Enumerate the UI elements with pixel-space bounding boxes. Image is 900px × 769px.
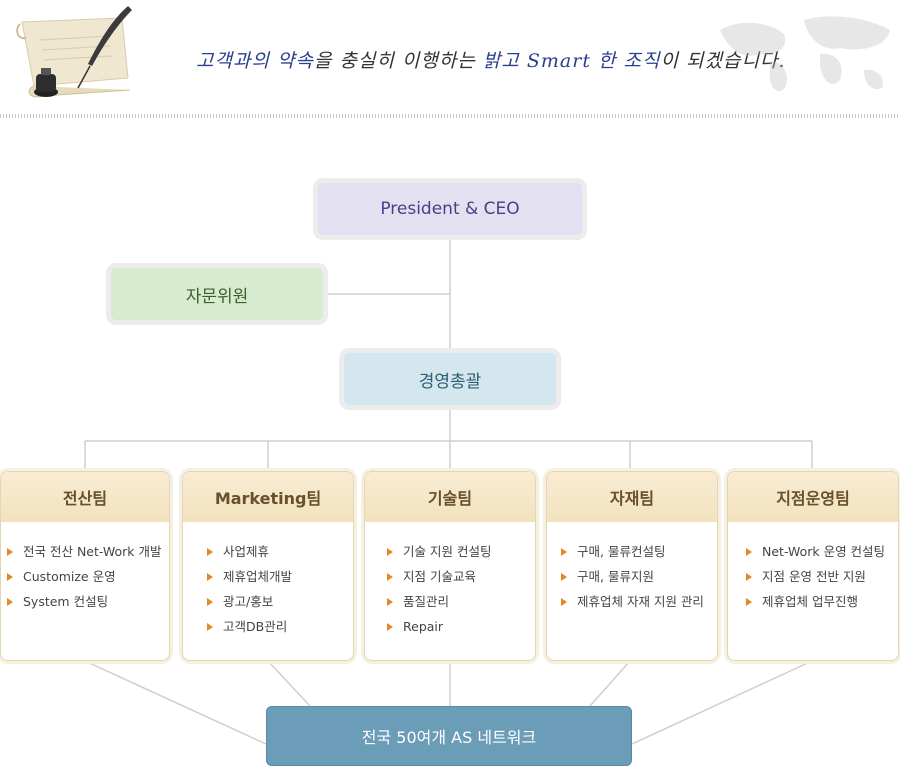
ink-bottle-icon	[34, 68, 58, 97]
ceo-node: President & CEO	[313, 178, 587, 240]
connector-network-4	[589, 660, 631, 707]
ceo-label: President & CEO	[380, 199, 520, 219]
team-duty: 사업제휴	[207, 539, 353, 564]
team-duty: 구매, 물류지원	[561, 564, 717, 589]
world-map-icon	[720, 16, 890, 92]
team-duty: 지점 기술교육	[387, 564, 535, 589]
connector-network-1	[84, 660, 267, 745]
team-card-materials: 자재팀 구매, 물류컨설팅 구매, 물류지원 제휴업체 자재 지원 관리	[546, 471, 718, 661]
slogan: 고객과의 약속을 충실히 이행하는 밝고 Smart 한 조직이 되겠습니다.	[196, 46, 785, 73]
team-duty: 제휴업체 업무진행	[746, 589, 898, 614]
team-card-marketing: Marketing팀 사업제휴 제휴업체개발 광고/홍보 고객DB관리	[182, 471, 354, 661]
team-duty: System 컨설팅	[7, 589, 169, 614]
team-duty: 고객DB관리	[207, 614, 353, 639]
team-duty: Customize 운영	[7, 564, 169, 589]
management-node: 경영총괄	[339, 348, 561, 410]
page-header: 고객과의 약속을 충실히 이행하는 밝고 Smart 한 조직이 되겠습니다.	[0, 0, 900, 120]
team-duty: 전국 전산 Net-Work 개발	[7, 539, 169, 564]
team-duty: 품질관리	[387, 589, 535, 614]
team-duty: Repair	[387, 614, 535, 639]
team-card-branch-ops: 지점운영팀 Net-Work 운영 컨설팅 지점 운영 전반 지원 제휴업체 업…	[727, 471, 899, 661]
team-title: 기술팀	[365, 472, 535, 522]
slogan-part: 밝고 Smart 한 조직	[482, 50, 661, 72]
as-network-node: 전국 50여개 AS 네트워크	[266, 706, 632, 766]
team-card-it: 전산팀 전국 전산 Net-Work 개발 Customize 운영 Syste…	[0, 471, 170, 661]
team-duty: 제휴업체 자재 지원 관리	[561, 589, 717, 614]
team-duty: 구매, 물류컨설팅	[561, 539, 717, 564]
team-title: 전산팀	[1, 472, 169, 522]
quill-pen-icon	[16, 6, 132, 98]
team-duty: 지점 운영 전반 지원	[746, 564, 898, 589]
team-duty: 제휴업체개발	[207, 564, 353, 589]
team-duty: 광고/홍보	[207, 589, 353, 614]
team-duty: 기술 지원 컨설팅	[387, 539, 535, 564]
advisory-label: 자문위원	[185, 286, 249, 307]
connector-network-5	[631, 660, 813, 745]
slogan-part: 이 되겠습니다.	[660, 50, 786, 72]
as-network-label: 전국 50여개 AS 네트워크	[361, 728, 537, 747]
dotted-divider	[0, 114, 900, 118]
team-card-tech: 기술팀 기술 지원 컨설팅 지점 기술교육 품질관리 Repair	[364, 471, 536, 661]
slogan-part: 고객과의 약속	[196, 50, 314, 72]
connector-network-2	[267, 660, 311, 707]
advisory-node: 자문위원	[106, 263, 328, 325]
team-duty: Net-Work 운영 컨설팅	[746, 539, 898, 564]
team-title: 자재팀	[547, 472, 717, 522]
management-label: 경영총괄	[418, 371, 482, 392]
slogan-part: 을 충실히 이행하는	[313, 50, 483, 72]
team-title: Marketing팀	[183, 472, 353, 522]
team-title: 지점운영팀	[728, 472, 898, 522]
